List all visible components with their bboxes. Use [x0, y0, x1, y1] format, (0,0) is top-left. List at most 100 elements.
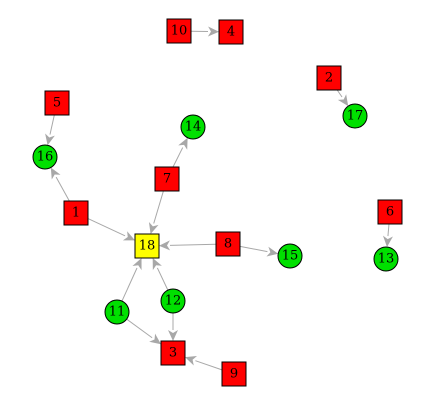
node-label: 8 — [224, 237, 232, 252]
node-label: 5 — [53, 96, 61, 111]
edge-9-to-3 — [185, 355, 223, 371]
edge-line — [239, 245, 268, 253]
node-7: 7 — [154, 166, 180, 192]
edge-1-to-16 — [50, 167, 70, 202]
edge-line — [121, 267, 138, 302]
node-square — [377, 199, 403, 225]
node-label: 14 — [185, 120, 202, 135]
edge-line — [49, 114, 55, 135]
node-label: 10 — [171, 24, 188, 39]
node-6: 6 — [377, 199, 403, 225]
arrowhead — [132, 258, 142, 271]
node-15: 15 — [277, 243, 303, 269]
node-label: 12 — [165, 294, 182, 309]
edge-line — [169, 243, 217, 246]
edge-line — [336, 89, 343, 98]
arrowhead — [207, 26, 219, 37]
node-label: 1 — [72, 206, 80, 221]
node-4: 4 — [218, 19, 244, 45]
node-18: 18 — [134, 233, 160, 259]
node-label: 3 — [169, 346, 177, 361]
node-circle — [104, 299, 130, 325]
edge-line — [156, 267, 169, 291]
arrowhead — [266, 246, 279, 257]
node-2: 2 — [316, 65, 342, 91]
node-circle — [277, 243, 303, 269]
arrowhead — [382, 235, 393, 248]
arrowhead — [148, 222, 159, 234]
edge-line — [387, 223, 390, 237]
node-square — [134, 233, 160, 259]
node-5: 5 — [44, 90, 70, 116]
edge-line — [87, 218, 126, 237]
edge-7-to-14 — [172, 137, 188, 168]
node-label: 11 — [109, 305, 126, 320]
arrowhead — [168, 330, 178, 341]
node-square — [154, 166, 180, 192]
edge-8-to-15 — [239, 245, 279, 257]
edge-line — [172, 147, 184, 168]
node-label: 16 — [37, 150, 54, 165]
node-label: 17 — [347, 109, 364, 124]
node-square — [221, 361, 247, 387]
node-label: 7 — [163, 172, 171, 187]
node-9: 9 — [221, 361, 247, 387]
edge-6-to-13 — [382, 223, 393, 248]
edge-11-to-3 — [126, 318, 161, 345]
node-10: 10 — [166, 18, 192, 44]
edge-line — [195, 360, 223, 371]
node-circle — [160, 288, 186, 314]
node-13: 13 — [373, 246, 399, 272]
node-label: 4 — [227, 25, 235, 40]
node-8: 8 — [215, 231, 241, 257]
edge-11-to-18 — [121, 258, 142, 302]
node-square — [160, 340, 186, 366]
node-label: 18 — [139, 239, 156, 254]
arrowhead — [45, 133, 55, 146]
node-square — [215, 231, 241, 257]
arrowhead — [152, 258, 162, 271]
edge-12-to-18 — [152, 258, 169, 291]
arrowhead — [185, 355, 198, 366]
node-circle — [32, 144, 58, 170]
arrowhead — [178, 137, 188, 150]
edge-5-to-16 — [45, 114, 55, 146]
node-square — [166, 18, 192, 44]
edge-12-to-3 — [168, 313, 178, 341]
node-square — [63, 200, 89, 226]
edge-line — [55, 176, 70, 202]
node-11: 11 — [104, 299, 130, 325]
node-label: 13 — [378, 252, 395, 267]
edges-layer — [45, 26, 393, 371]
node-square — [218, 19, 244, 45]
node-label: 2 — [325, 71, 333, 86]
node-1: 1 — [63, 200, 89, 226]
node-14: 14 — [180, 114, 206, 140]
node-circle — [373, 246, 399, 272]
node-square — [316, 65, 342, 91]
arrowhead — [159, 240, 171, 251]
node-17: 17 — [342, 103, 368, 129]
arrowhead — [337, 94, 349, 107]
node-label: 15 — [282, 249, 299, 264]
arrowhead — [149, 333, 161, 345]
node-square — [44, 90, 70, 116]
node-3: 3 — [160, 340, 186, 366]
arrowhead — [50, 167, 61, 180]
arrowhead — [122, 231, 135, 241]
node-16: 16 — [32, 144, 58, 170]
edge-line — [126, 318, 153, 339]
edge-7-to-18 — [148, 190, 164, 234]
node-label: 9 — [230, 367, 238, 382]
edge-1-to-18 — [87, 218, 135, 241]
node-circle — [342, 103, 368, 129]
edge-2-to-17 — [336, 89, 349, 107]
node-12: 12 — [160, 288, 186, 314]
edge-line — [153, 190, 164, 224]
node-circle — [180, 114, 206, 140]
edge-8-to-18 — [159, 240, 217, 251]
node-label: 6 — [386, 205, 394, 220]
edge-10-to-4 — [190, 26, 219, 37]
